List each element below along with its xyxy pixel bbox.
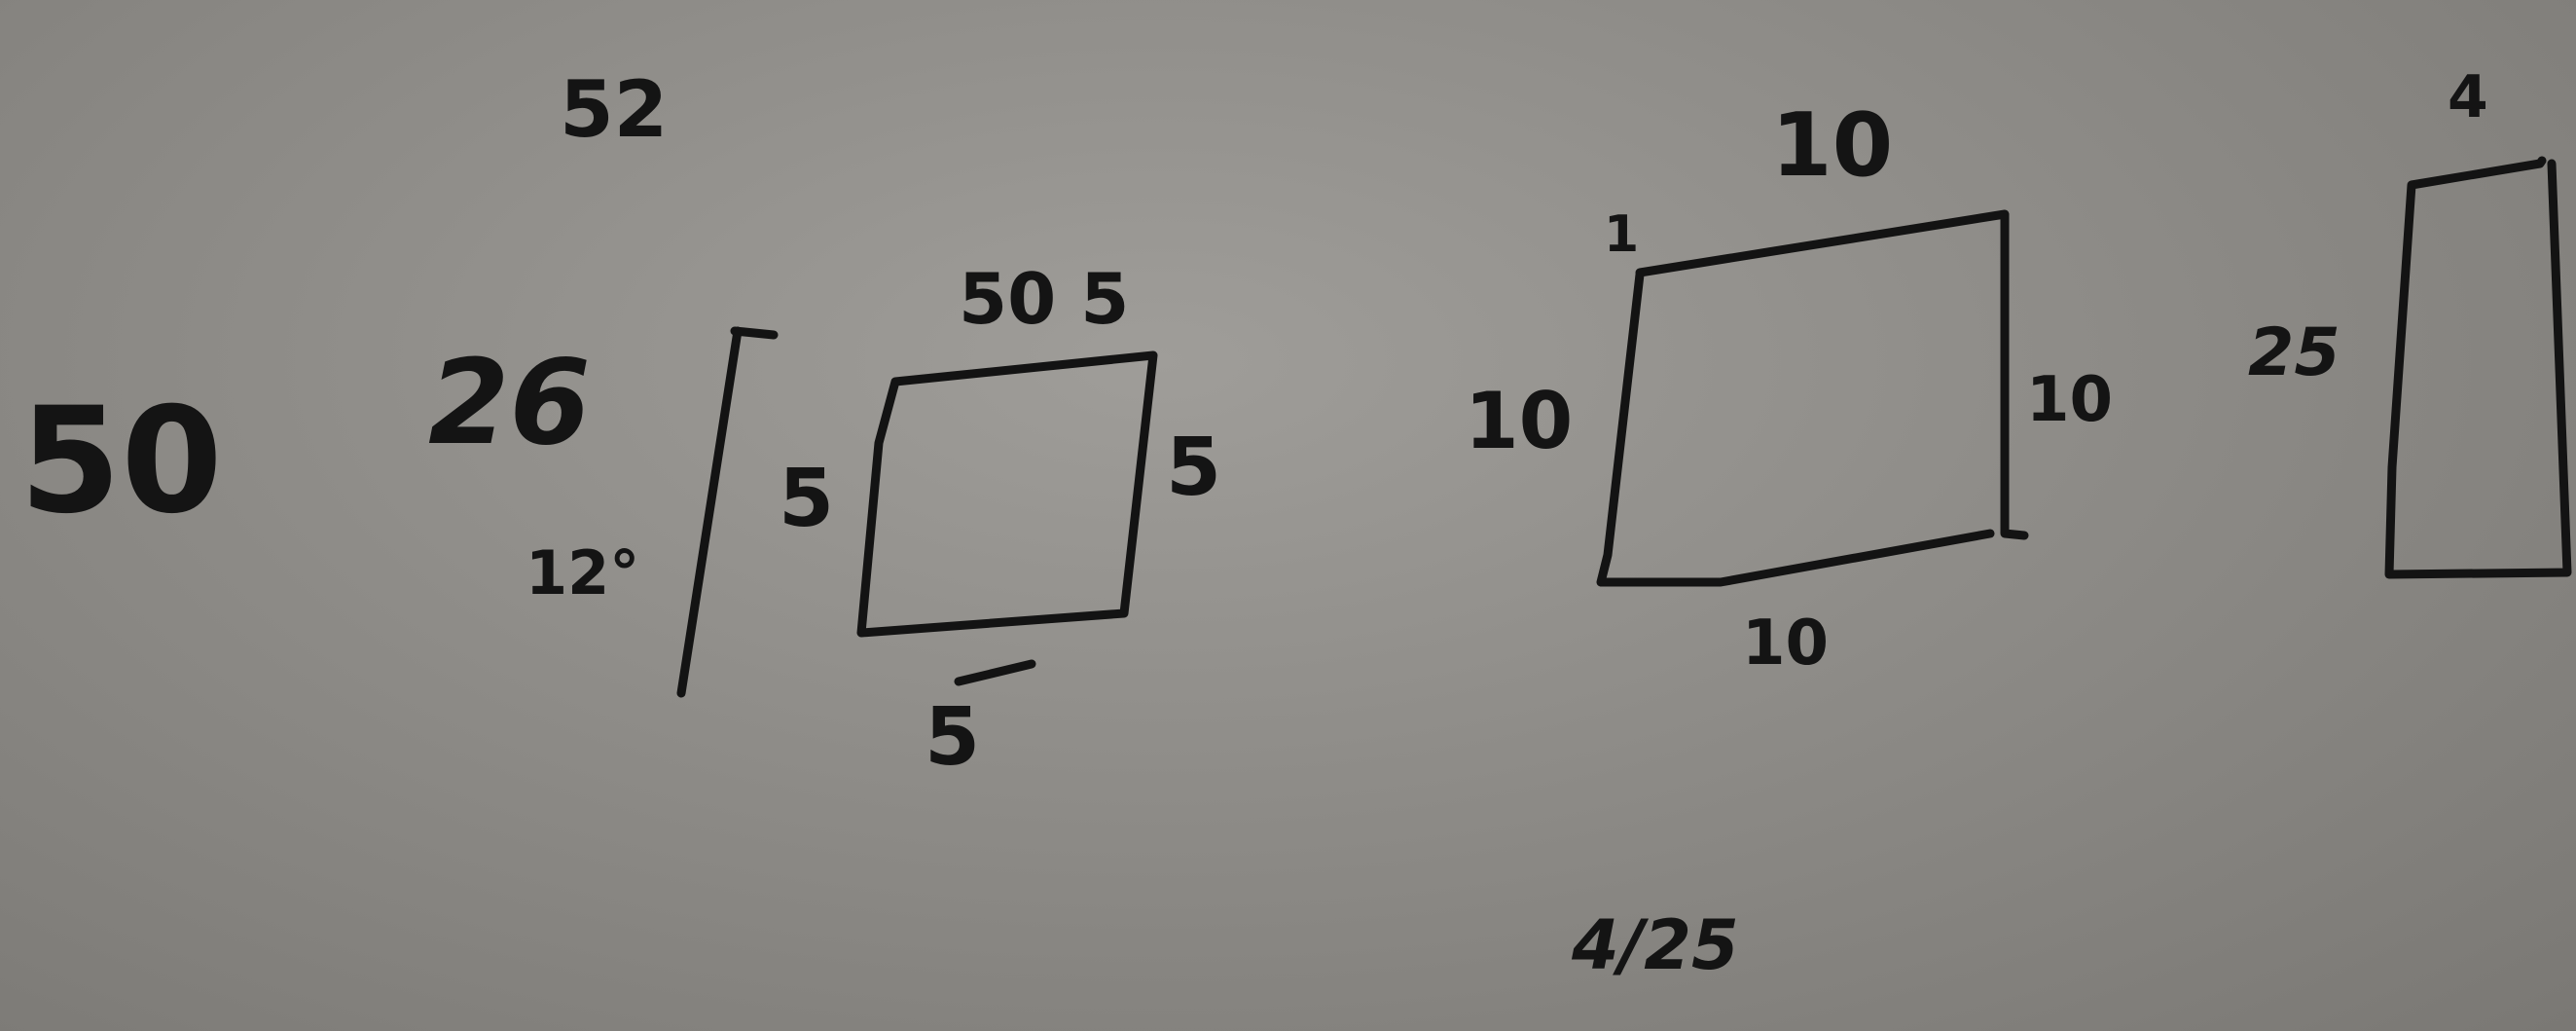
tall-rectangle-top-label: 4 (2448, 63, 2488, 131)
square-right-label: 5 (1166, 422, 1221, 514)
rectangle-right-label: 10 (2026, 364, 2113, 436)
slanted-line (676, 326, 779, 698)
rectangle-tick-label: 1 (1604, 205, 1639, 264)
label-26: 26 (428, 336, 591, 471)
square-top-label: 50 5 (959, 258, 1129, 340)
label-12-degrees: 12° (526, 537, 639, 608)
wide-rectangle (1596, 209, 2029, 587)
rectangle-top-label: 10 (1771, 94, 1893, 197)
label-50: 50 (19, 377, 223, 546)
square-bottom-label: 5 (925, 691, 980, 784)
rectangle-bottom-label: 10 (1742, 608, 1829, 680)
label-52: 52 (560, 64, 668, 155)
square-bottom-dash (954, 659, 1036, 686)
fraction-label: 4/25 (1571, 905, 1739, 985)
tall-rectangle-left-label: 25 (2248, 314, 2340, 391)
tall-rectangle (2384, 156, 2572, 579)
small-square (856, 350, 1158, 638)
square-left-label: 5 (779, 453, 834, 545)
rectangle-left-label: 10 (1465, 376, 1573, 466)
